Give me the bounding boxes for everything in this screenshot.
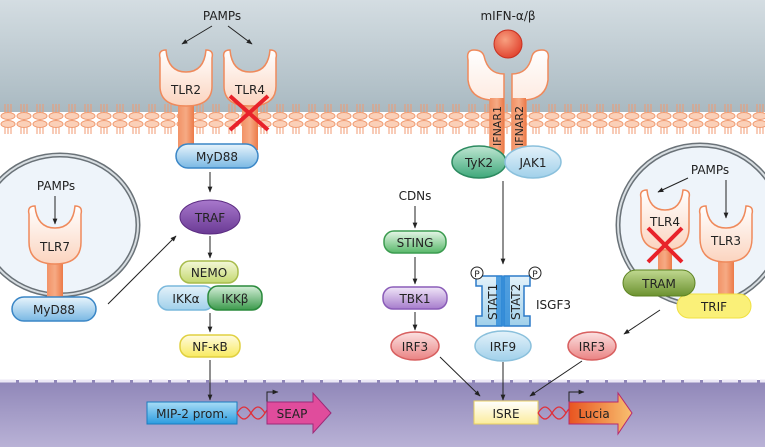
tlr3-label: TLR3 bbox=[710, 234, 741, 248]
ifn-ligand bbox=[493, 29, 523, 59]
svg-text:SEAP: SEAP bbox=[277, 407, 308, 421]
svg-text:ISRE: ISRE bbox=[492, 407, 519, 421]
myd88-surface: MyD88 bbox=[175, 143, 259, 169]
svg-text:JAK1: JAK1 bbox=[518, 156, 546, 170]
nemo: NEMO bbox=[179, 260, 239, 284]
svg-text:STING: STING bbox=[397, 236, 434, 250]
stat1-label: STAT1 bbox=[486, 284, 500, 320]
cdns-label: CDNs bbox=[399, 189, 432, 203]
pamps-top-label: PAMPs bbox=[203, 9, 241, 23]
transcription-start-arrow-lucia bbox=[568, 389, 585, 402]
ifn-label: mIFN-α/β bbox=[480, 9, 535, 23]
svg-text:MyD88: MyD88 bbox=[196, 150, 238, 164]
plasma-membrane bbox=[0, 104, 765, 134]
arrow-myd88-endo-to-traf bbox=[107, 235, 177, 305]
ifnar-receptor: IFNAR1 IFNAR2 bbox=[466, 49, 550, 157]
pamps-right-label: PAMPs bbox=[691, 163, 729, 177]
svg-text:NF-κB: NF-κB bbox=[192, 340, 228, 354]
svg-text:P: P bbox=[474, 270, 480, 280]
nucleus bbox=[0, 380, 765, 447]
tlr2-receptor: TLR2 bbox=[158, 49, 214, 150]
svg-text:P: P bbox=[532, 270, 538, 280]
arrow-pamps-to-tlr4-endo bbox=[657, 177, 689, 193]
svg-text:IRF9: IRF9 bbox=[490, 340, 516, 354]
svg-text:TyK2: TyK2 bbox=[464, 156, 493, 170]
tlr3-receptor: TLR3 bbox=[698, 205, 754, 300]
arrow-pamps-to-tlr2 bbox=[181, 25, 213, 45]
svg-text:IRF3: IRF3 bbox=[579, 340, 605, 354]
svg-text:MIP-2 prom.: MIP-2 prom. bbox=[156, 407, 228, 421]
arrow-irf3-sting-to-isre bbox=[439, 356, 481, 397]
sting: STING bbox=[383, 230, 447, 254]
irf3-trif: IRF3 bbox=[567, 331, 617, 361]
arrow-pamps-to-tlr4 bbox=[227, 25, 253, 45]
transcription-start-arrow-seap bbox=[266, 389, 279, 402]
traf: TRAF bbox=[179, 199, 241, 235]
irf9: IRF9 bbox=[474, 330, 532, 362]
svg-text:IKKβ: IKKβ bbox=[222, 292, 249, 306]
svg-text:NEMO: NEMO bbox=[191, 266, 227, 280]
irf3-sting: IRF3 bbox=[390, 331, 440, 361]
svg-text:TRAM: TRAM bbox=[641, 277, 676, 291]
ifnar2-label: IFNAR2 bbox=[513, 106, 526, 146]
trif: TRIF bbox=[676, 293, 752, 319]
tlr7-label: TLR7 bbox=[39, 240, 70, 254]
svg-text:IRF3: IRF3 bbox=[402, 340, 428, 354]
myd88-endosomal: MyD88 bbox=[11, 296, 97, 322]
seap-reporter: SEAP bbox=[266, 391, 332, 435]
tyk2: TyK2 bbox=[451, 145, 507, 179]
tlr4-surface-inhibited-cross-icon bbox=[228, 94, 270, 132]
pamps-left-label: PAMPs bbox=[37, 179, 75, 193]
extracellular-space bbox=[0, 0, 765, 112]
stat1-stat2-dimer: STAT1 STAT2 P P bbox=[470, 266, 542, 327]
arrow-trif-to-irf3 bbox=[623, 309, 661, 335]
ikk-beta: IKKβ bbox=[207, 285, 263, 311]
tlr4-endosomal-label: TLR4 bbox=[649, 215, 680, 229]
ikk-alpha: IKKα bbox=[157, 285, 215, 311]
arrow-irf3-trif-to-isre bbox=[529, 360, 583, 397]
tlr7-receptor: TLR7 bbox=[27, 205, 83, 300]
svg-text:TRIF: TRIF bbox=[700, 300, 727, 314]
ifnar1-label: IFNAR1 bbox=[491, 106, 504, 146]
tlr4-endosomal-inhibited-cross-icon bbox=[646, 226, 684, 264]
tbk1: TBK1 bbox=[382, 286, 448, 310]
phospho-icon bbox=[528, 266, 542, 280]
svg-text:IKKα: IKKα bbox=[172, 292, 199, 306]
lucia-reporter: Lucia bbox=[568, 391, 633, 436]
svg-text:TRAF: TRAF bbox=[194, 211, 225, 225]
stat2-label: STAT2 bbox=[509, 284, 523, 320]
jak1: JAK1 bbox=[504, 145, 562, 179]
isre-promoter: ISRE bbox=[473, 400, 539, 425]
tram: TRAM bbox=[622, 269, 696, 297]
nf-kb: NF-κB bbox=[179, 334, 241, 358]
phospho-icon bbox=[470, 266, 484, 280]
tlr4-surface-label: TLR4 bbox=[234, 83, 265, 97]
tlr2-label: TLR2 bbox=[170, 83, 201, 97]
svg-text:TBK1: TBK1 bbox=[398, 292, 430, 306]
svg-text:MyD88: MyD88 bbox=[33, 303, 75, 317]
mip2-promoter: MIP-2 prom. bbox=[146, 401, 238, 425]
isgf3-label: ISGF3 bbox=[536, 298, 571, 312]
svg-text:Lucia: Lucia bbox=[578, 407, 609, 421]
